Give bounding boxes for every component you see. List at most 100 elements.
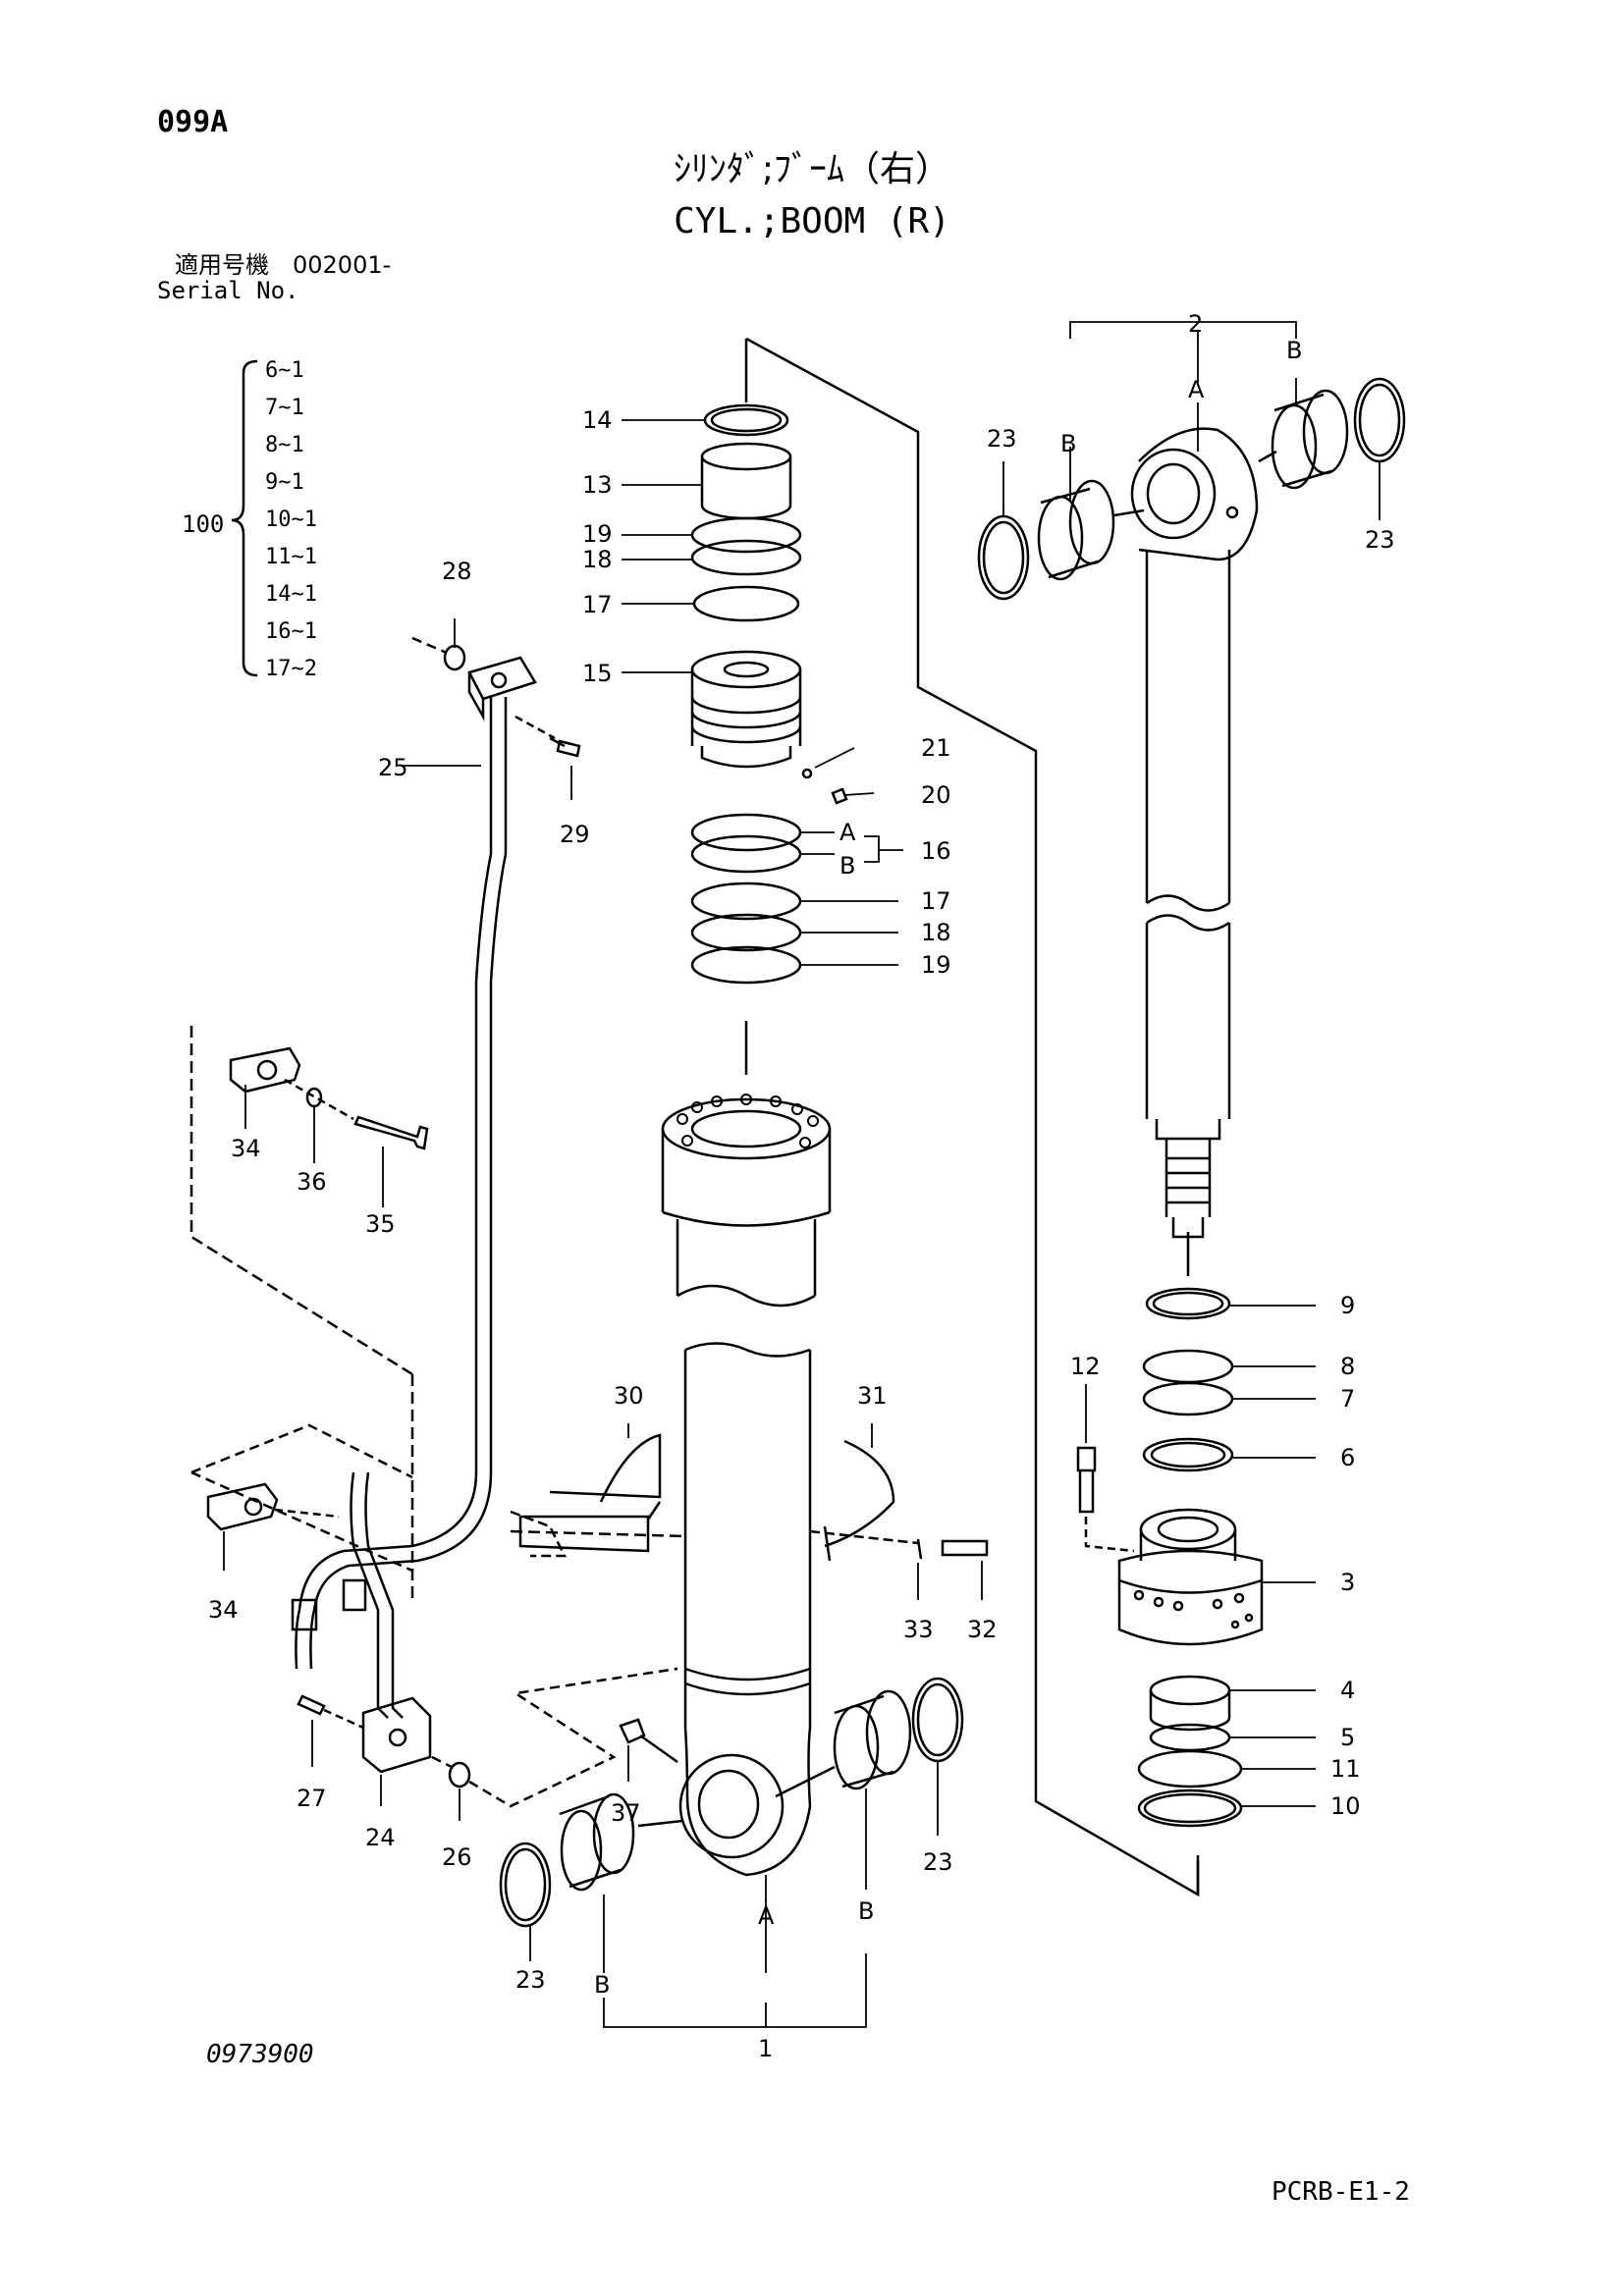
o-ring-17-lower [690,881,802,921]
clamp-30 [518,1433,662,1553]
callout-34-lower: 34 [208,1596,239,1624]
seal-6 [1142,1437,1234,1472]
bushing-13 [700,442,792,520]
kit-item: 8~1 [265,433,304,457]
set-screw-20 [831,787,848,805]
washer-33 [916,1538,923,1560]
cylinder-tube-1 [661,1097,832,1877]
callout-11: 11 [1330,1755,1361,1783]
callout-27: 27 [297,1785,327,1812]
callout-26: 26 [442,1843,472,1871]
ring-11 [1137,1749,1243,1789]
ring-19-lower [690,945,802,985]
pipe-fitting-left [291,1598,318,1631]
callout-12: 12 [1070,1353,1101,1380]
seal-9 [1145,1287,1231,1320]
callout-34-upper: 34 [231,1135,261,1162]
bolt-35 [353,1115,429,1150]
callout-16b: B [839,852,855,880]
callout-a-lower: A [758,1902,775,1930]
grease-fitting-37 [619,1718,678,1764]
callout-b-upper-left: B [1060,430,1076,457]
callout-21: 21 [921,734,951,762]
piston-rod-2 [1130,427,1259,1239]
seal-16b [690,834,802,874]
serial-label-english: Serial No. [157,277,299,304]
callout-18-lower: 18 [921,919,951,946]
washer-36 [305,1087,323,1108]
seal-23-lower-left [499,1842,552,1928]
kit-item: 9~1 [265,470,304,495]
serial-label-japanese: 適用号機 002001- [175,251,392,279]
callout-16: 16 [921,837,951,865]
callout-3: 3 [1340,1569,1355,1596]
pipe-fitting-right [342,1578,367,1612]
callout-32: 32 [967,1616,998,1643]
leader-lines [223,321,1380,2028]
bushing-b-lower-right [833,1689,912,1790]
bushing-b-lower-left [559,1792,635,1892]
callout-35: 35 [365,1210,396,1238]
kit-item: 10~1 [265,507,317,532]
callout-24: 24 [365,1824,396,1851]
callout-b-lower-left: B [594,1971,610,1999]
callout-13: 13 [582,471,613,499]
callout-10: 10 [1330,1792,1361,1820]
seal-16a [690,813,802,852]
callout-23-lower-left: 23 [515,1966,546,1994]
callout-23-lower-right: 23 [923,1848,953,1876]
callout-30: 30 [614,1382,644,1410]
o-ring-28 [443,644,466,671]
cylinder-head-3 [1117,1508,1264,1646]
bushing-b-upper-left [1037,479,1115,581]
callout-17: 17 [582,591,613,618]
bushing-b-upper-right [1271,389,1349,490]
clamp-34-upper [229,1046,301,1094]
callout-b-lower-right: B [858,1897,874,1925]
flange-holes [677,1094,819,1148]
kit-item: 14~1 [265,582,317,607]
bolt-29 [549,736,581,758]
ring-8 [1142,1349,1234,1384]
callout-23-upper-left: 23 [987,425,1017,453]
kit-item: 7~1 [265,396,304,420]
callout-16a: A [839,819,856,846]
callout-33: 33 [903,1616,934,1643]
title-english: CYL.;BOOM (R) [674,201,950,241]
bolt-12 [1076,1446,1097,1514]
clamp-34-lower [206,1482,279,1531]
clamp-31 [823,1439,895,1562]
kit-brace [231,359,258,677]
callout-28: 28 [442,558,472,585]
o-ring-17-upper [692,585,800,622]
steel-ball-21 [801,768,813,779]
seal-23-upper-left [977,514,1030,601]
seal-23-lower-right [911,1677,964,1763]
drawing-number: 0973900 [206,2040,314,2069]
piston-15 [690,650,802,769]
o-ring-10 [1137,1789,1243,1828]
callout-5: 5 [1340,1724,1355,1751]
callout-1: 1 [758,2035,773,2062]
callout-2: 2 [1188,310,1203,338]
o-ring-26 [448,1761,471,1789]
kit-item: 6~1 [265,358,304,383]
pipe-25 [298,697,508,1611]
callout-17-lower: 17 [921,887,951,915]
callout-36: 36 [297,1168,327,1196]
bolt-27 [297,1694,326,1716]
kit-item: 11~1 [265,545,317,569]
callout-37: 37 [611,1799,641,1827]
callout-29: 29 [560,821,590,848]
callout-8: 8 [1340,1353,1355,1380]
callout-25: 25 [378,754,408,781]
callout-18: 18 [582,546,613,573]
bushing-4 [1149,1675,1231,1732]
callout-23-upper-right: 23 [1365,526,1395,554]
title-japanese: ｼﾘﾝﾀﾞ;ﾌﾞｰﾑ（右） [673,149,951,189]
sheet-code: PCRB-E1-2 [1272,2177,1410,2207]
callout-9: 9 [1340,1292,1355,1319]
callout-14: 14 [582,406,613,434]
kit-item: 17~2 [265,657,317,681]
